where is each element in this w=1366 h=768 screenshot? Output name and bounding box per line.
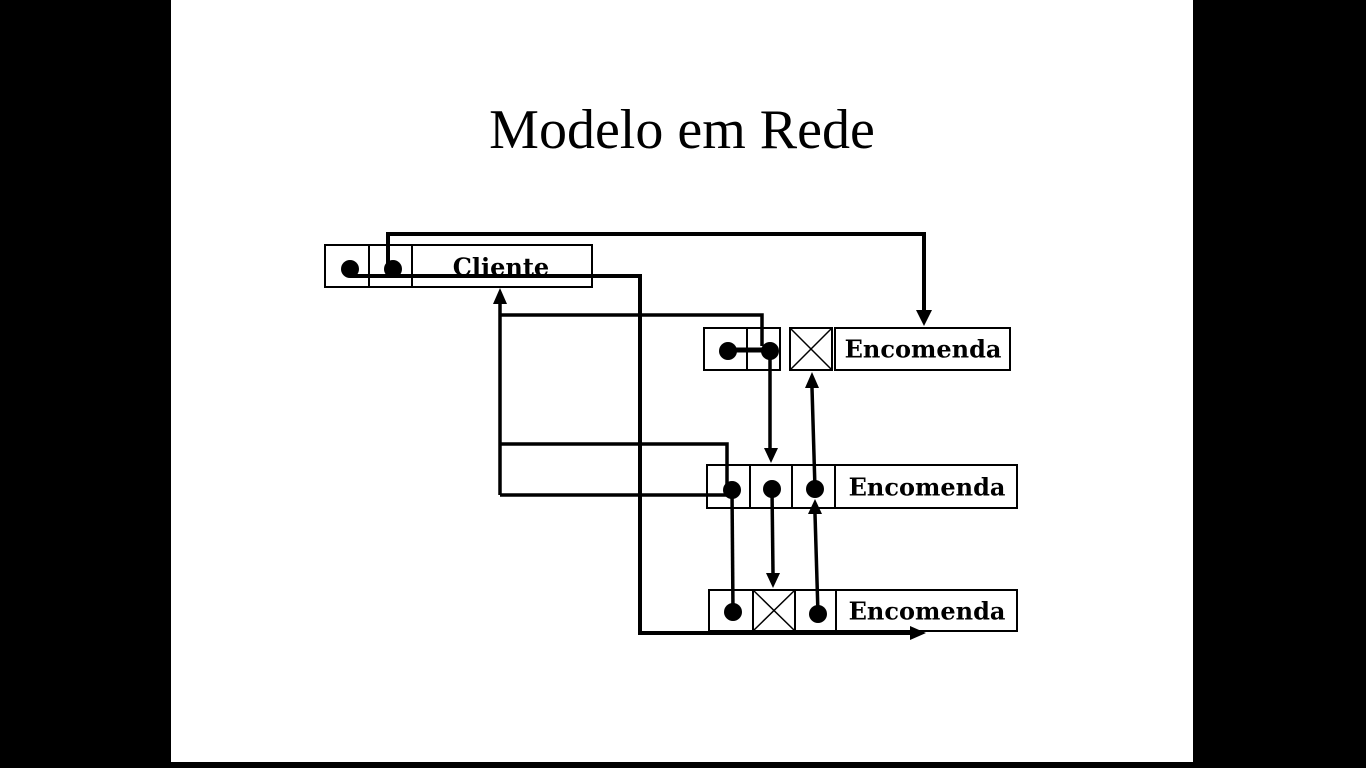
pointer-line-encomenda-middle-to-bottom [770, 488, 775, 574]
arrowhead-up-into-cliente [493, 288, 507, 304]
encomenda-middle-pointer-dot-3 [806, 480, 824, 498]
pointer-line-encomenda-middle-return-upper [500, 442, 729, 487]
encomenda-top-label-box [834, 327, 1011, 371]
encomenda-bottom-record-label: Encomenda [849, 597, 1006, 626]
encomenda-bottom-record-box [708, 589, 1018, 632]
encomenda-bottom-pointer-dot-1 [724, 603, 742, 621]
encomenda-top-record-label: Encomenda [845, 335, 1002, 364]
arrowhead-up-into-encomenda-top-xcell [805, 372, 819, 388]
encomenda-middle-pointer-dot-1 [723, 481, 741, 499]
arrowhead-right-into-encomenda-bottom [910, 626, 926, 640]
encomenda-top-pointer-dot-1 [719, 342, 737, 360]
network-model-diagram: Cliente Encomenda Encomenda Encomenda [324, 232, 1018, 640]
encomenda-top-pointer-dot-2 [761, 342, 779, 360]
cliente-pointer-dot-2 [384, 260, 402, 278]
slide: Modelo em Rede [171, 0, 1193, 762]
encomenda-top-null-cell [789, 327, 833, 371]
pointer-line-cliente-to-encomenda-top [386, 232, 926, 312]
arrowhead-down-into-encomenda-middle-cell2 [764, 448, 778, 463]
encomenda-bottom-pointer-dot-3 [809, 605, 827, 623]
slide-title: Modelo em Rede [489, 99, 875, 161]
pointer-line-encomenda-bottom-to-middle-dot1 [730, 489, 735, 613]
encomenda-bottom-null-x-2 [752, 589, 796, 632]
encomenda-top-null-x-2 [789, 327, 833, 371]
arrowhead-down-into-encomenda-top [916, 310, 932, 326]
pointer-line-encomenda-bottom-to-middle-dot3 [813, 513, 820, 615]
encomenda-middle-record-label: Encomenda [849, 473, 1006, 502]
cliente-pointer-dot-1 [341, 260, 359, 278]
encomenda-middle-pointer-dot-2 [763, 480, 781, 498]
pointer-line-cliente-to-encomenda-bottom [350, 274, 911, 635]
cliente-record-label: Cliente [453, 253, 549, 282]
cliente-record-box [324, 244, 593, 288]
arrowhead-down-into-encomenda-bottom-xcell [766, 573, 780, 588]
encomenda-middle-record-box [706, 464, 1018, 509]
encomenda-top-pointer-cells [703, 327, 781, 371]
pointer-line-branch-to-encomenda-top-dot [500, 313, 764, 346]
arrowhead-up-into-encomenda-middle-dot3 [808, 499, 822, 514]
pointer-line-encomenda-middle-to-top-xcell [810, 387, 817, 490]
